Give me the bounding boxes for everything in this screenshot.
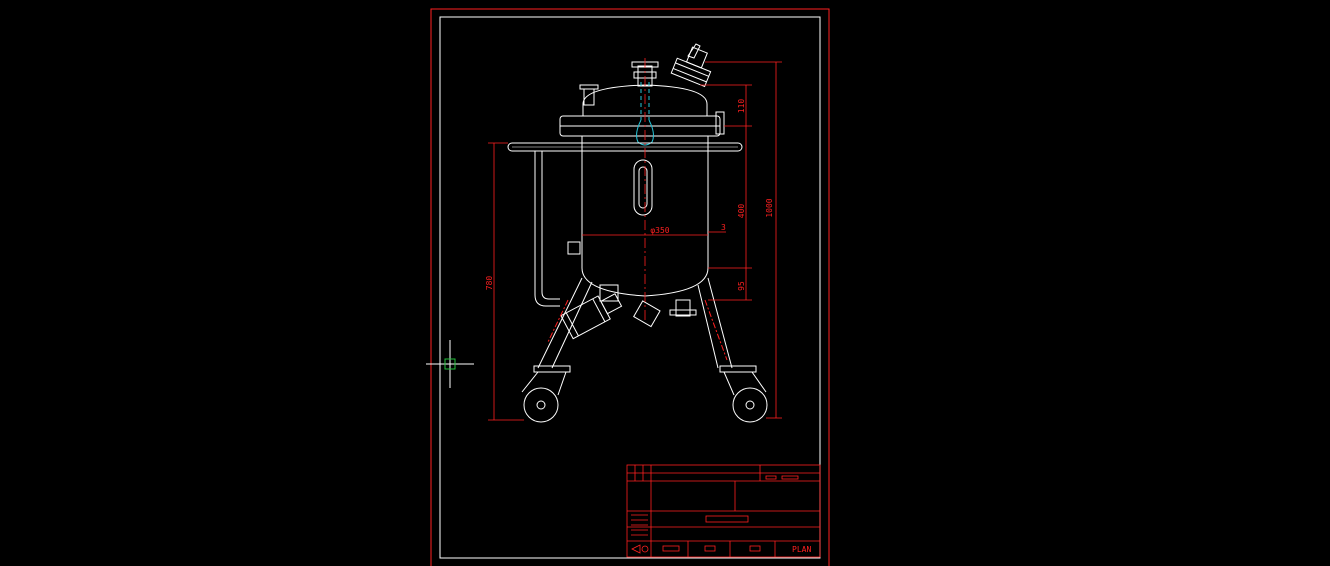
sight-window-inner <box>638 166 648 209</box>
dim-shell-diameter: φ350 <box>650 226 669 235</box>
dim-bottom-head-height: 95 <box>737 281 746 291</box>
side-pipe-inner <box>541 151 560 300</box>
caster-plate-right <box>719 365 757 373</box>
bottom-valve-left <box>560 293 623 340</box>
agitator-shaft <box>640 82 650 120</box>
dim-wall-thickness: 3 <box>721 223 726 232</box>
support-ring <box>507 142 743 152</box>
sight-window-outer <box>633 159 653 216</box>
dim-overall-height: 1000 <box>765 198 774 217</box>
third-angle-projection-icon <box>631 544 649 554</box>
sheet-label: PLAN <box>792 545 811 554</box>
sheet-inner-border <box>439 16 821 559</box>
side-nozzle <box>567 241 581 255</box>
leg-left-centerline <box>547 299 569 343</box>
caster-fork-left <box>521 371 567 396</box>
top-nozzle-left-flange <box>579 84 599 90</box>
title-block <box>626 464 821 558</box>
dimension-lines <box>488 61 782 421</box>
caster-hub-left <box>536 400 546 410</box>
caster-plate-left <box>533 365 571 373</box>
bottom-nozzle-right <box>675 299 691 317</box>
flange-clamp <box>715 111 725 135</box>
bottom-nozzle-right-flange <box>669 309 697 316</box>
dim-top-head-height: 110 <box>737 99 746 114</box>
top-nozzle-left <box>583 88 595 106</box>
caster-fork-right <box>723 371 767 396</box>
bottom-outlet-angled <box>633 300 661 328</box>
leg-right-centerline <box>704 299 728 361</box>
caster-hub-right <box>745 400 755 410</box>
dim-leg-height: 780 <box>485 276 494 291</box>
dim-shell-height: 400 <box>737 204 746 219</box>
crosshair-cursor-icon <box>426 340 474 388</box>
leg-left <box>537 277 593 369</box>
caster-wheel-left <box>523 387 559 423</box>
leg-right <box>697 277 733 369</box>
vessel-drawing <box>507 43 768 423</box>
sight-lamp <box>687 43 701 59</box>
bottom-valve-body <box>599 284 619 302</box>
side-pipe-outer <box>534 151 560 307</box>
caster-wheel-right <box>732 387 768 423</box>
sheet-outer-border <box>430 8 830 566</box>
sight-glass-nozzle <box>670 46 712 88</box>
